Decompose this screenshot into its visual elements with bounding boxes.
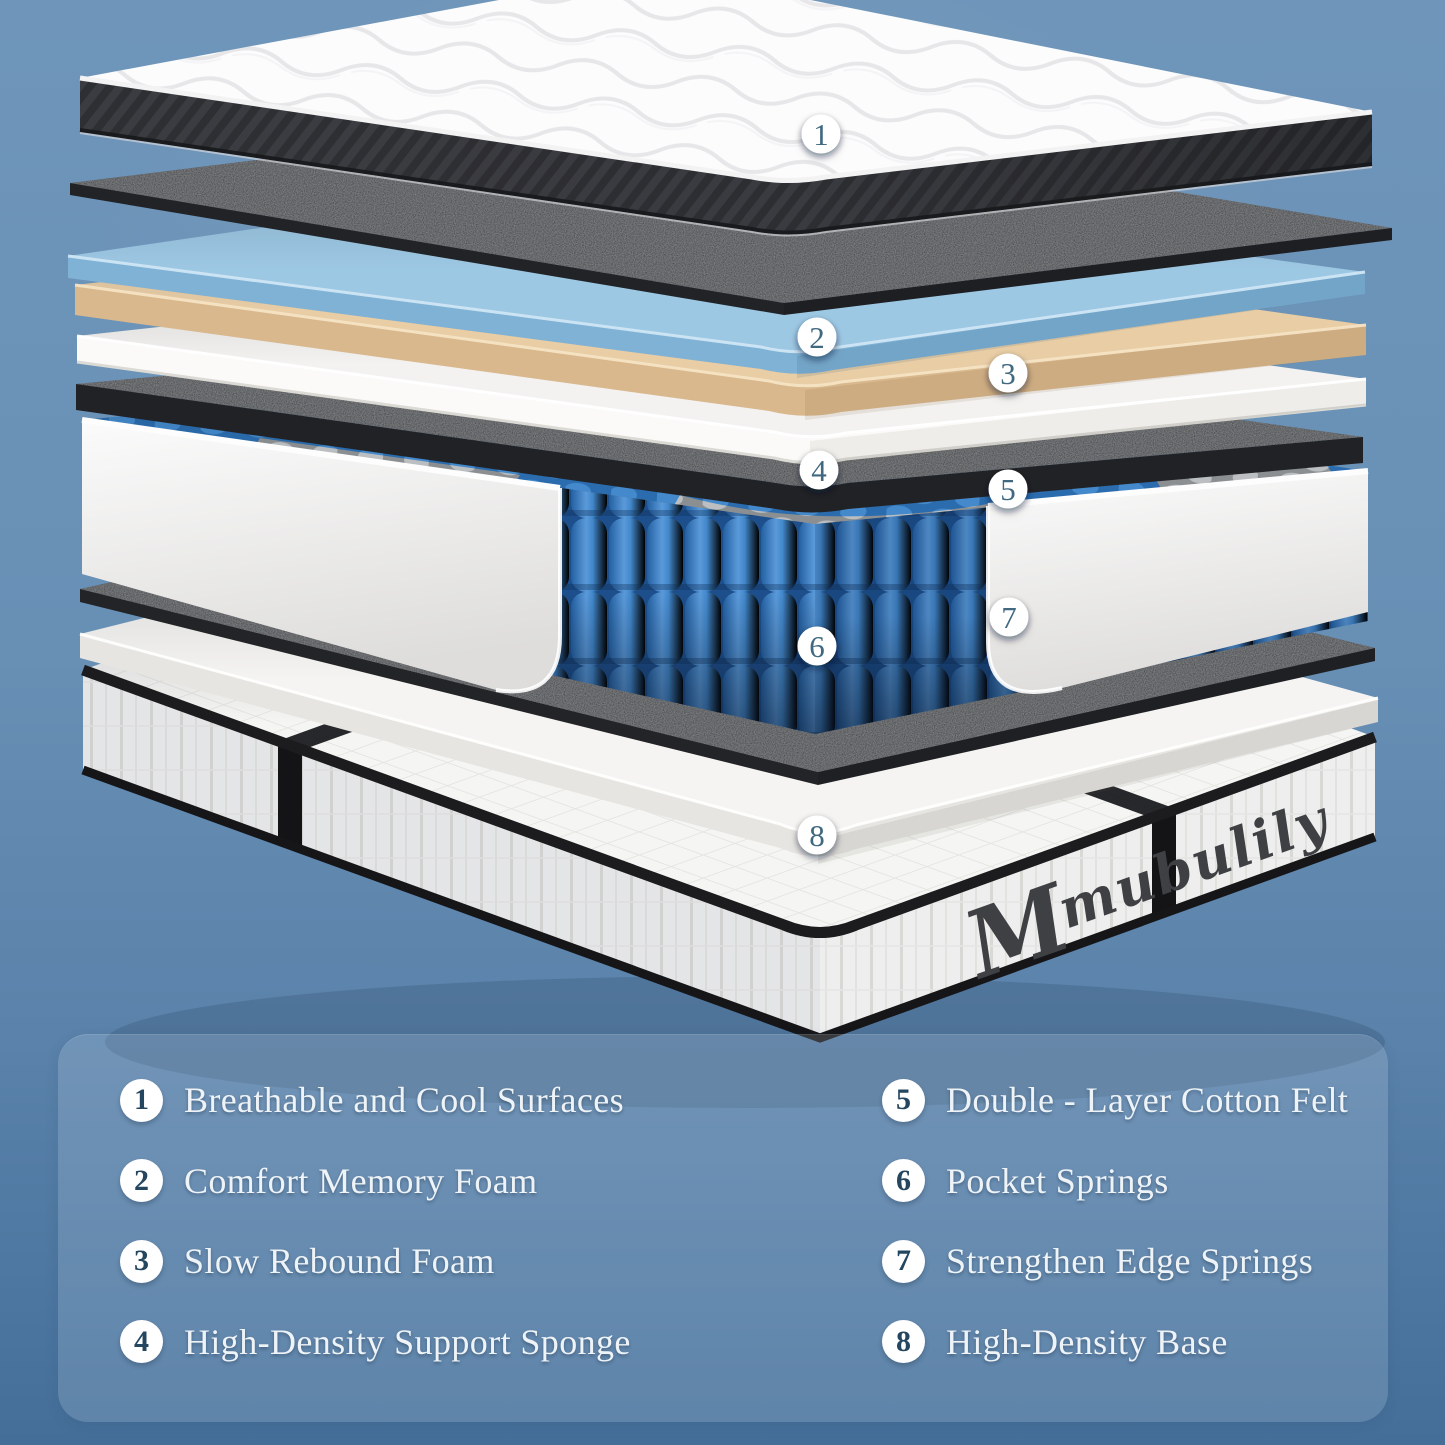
marker-5-number: 5 [1000,472,1016,507]
legend-label: Strengthen Edge Springs [946,1241,1314,1282]
marker-2: 2 [797,317,837,357]
marker-1-number: 1 [813,117,829,152]
edge-spring-panel-right [986,468,1369,694]
marker-4: 4 [799,450,839,490]
marker-8: 8 [797,815,837,855]
legend-label: Comfort Memory Foam [184,1160,538,1201]
marker-1: 1 [801,114,841,154]
legend-number-badge: 6 [882,1159,925,1203]
legend-number-badge: 2 [120,1159,163,1203]
legend-item-8: 8 High-Density Base [882,1302,1358,1383]
base-piping-bottom [81,765,1377,1043]
legend-label: Pocket Springs [946,1160,1169,1201]
legend-item-1: 1 Breathable and Cool Surfaces [120,1060,882,1141]
floor-shadow [105,976,1385,1108]
legend-label: Double - Layer Cotton Felt [946,1080,1349,1121]
legend-label: Breathable and Cool Surfaces [184,1080,625,1121]
marker-6: 6 [797,626,837,666]
marker-2-number: 2 [809,320,825,355]
marker-6-number: 6 [809,629,825,664]
legend-grid: 1 Breathable and Cool Surfaces 2 Comfort… [58,1034,1388,1422]
legend-panel: 1 Breathable and Cool Surfaces 2 Comfort… [58,1034,1388,1422]
legend-number-badge: 8 [882,1320,925,1364]
layer-markers: 1 2 3 4 5 6 7 [797,114,1029,855]
legend-item-6: 6 Pocket Springs [882,1141,1358,1222]
marker-4-number: 4 [811,453,827,488]
legend-item-2: 2 Comfort Memory Foam [120,1141,882,1222]
base-strap-side-right [1152,809,1176,918]
base-piping-rim [81,664,1377,938]
legend-item-4: 4 High-Density Support Sponge [120,1302,882,1383]
base-side-left [83,670,820,1038]
legend-item-3: 3 Slow Rebound Foam [120,1221,882,1302]
mattress-quilted-top [80,0,1372,181]
legend-number-badge: 3 [120,1239,163,1283]
edge-spring-panel-left [81,417,562,694]
legend-label: High-Density Base [946,1321,1228,1362]
base-strap-side-left [278,741,302,850]
marker-3-number: 3 [1000,356,1016,391]
base-side-right [820,737,1375,1038]
marker-8-number: 8 [809,818,825,853]
legend-number-badge: 4 [120,1320,163,1364]
legend-label: High-Density Support Sponge [184,1321,631,1362]
marker-7: 7 [989,597,1029,637]
legend-label: Slow Rebound Foam [184,1241,495,1282]
legend-number-badge: 7 [882,1239,925,1283]
marker-5: 5 [988,469,1028,509]
legend-number-badge: 5 [882,1078,925,1122]
legend-number-badge: 1 [120,1078,163,1122]
legend-item-5: 5 Double - Layer Cotton Felt [882,1060,1358,1141]
layer-1-top-mattress [79,0,1373,237]
marker-7-number: 7 [1001,600,1017,635]
legend-item-7: 7 Strengthen Edge Springs [882,1221,1358,1302]
marker-3: 3 [988,353,1028,393]
mattress-piping-top [79,75,1373,183]
